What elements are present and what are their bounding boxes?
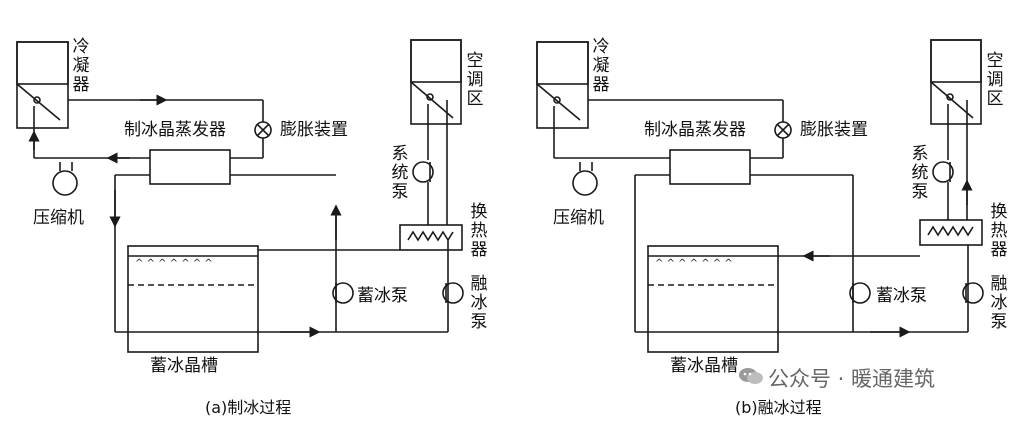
evaporator-a bbox=[149, 149, 231, 185]
condenser-b bbox=[536, 41, 589, 129]
label-evaporator-a: 制冰晶蒸发器 bbox=[124, 120, 226, 140]
label-tank-a: 蓄冰晶槽 bbox=[150, 356, 218, 376]
heat-exchanger-a bbox=[399, 224, 463, 251]
label-storage-pump-a: 蓄冰泵 bbox=[357, 286, 408, 306]
label-system-pump-a: 系统泵 bbox=[391, 144, 409, 202]
system-pump-b bbox=[932, 161, 954, 183]
watermark-text: 公众号 · 暖通建筑 bbox=[768, 367, 936, 391]
label-expansion-b: 膨胀装置 bbox=[800, 120, 868, 140]
label-heat-exchanger-b: 换热器 bbox=[990, 202, 1008, 260]
expansion-valve-b bbox=[774, 121, 792, 139]
ac-zone-b bbox=[930, 39, 982, 125]
label-ac-zone-b: 空调区 bbox=[986, 51, 1004, 109]
label-melt-pump-a: 融冰泵 bbox=[470, 274, 488, 332]
label-compressor-a: 压缩机 bbox=[33, 208, 84, 228]
condenser-a bbox=[16, 41, 69, 129]
label-tank-b: 蓄冰晶槽 bbox=[670, 356, 738, 376]
expansion-valve-a bbox=[254, 121, 272, 139]
storage-pump-b bbox=[849, 282, 871, 304]
label-expansion-a: 膨胀装置 bbox=[280, 120, 348, 140]
system-pump-a bbox=[412, 161, 434, 183]
label-compressor-b: 压缩机 bbox=[553, 208, 604, 228]
label-storage-pump-b: 蓄冰泵 bbox=[876, 286, 927, 306]
svg-text:^ ^ ^ ^ ^ ^ ^: ^ ^ ^ ^ ^ ^ ^ bbox=[655, 258, 733, 269]
label-heat-exchanger-a: 换热器 bbox=[470, 202, 488, 260]
label-condenser-b: 冷凝器 bbox=[592, 37, 610, 95]
melt-pump-b bbox=[962, 282, 984, 304]
compressor-b bbox=[572, 162, 598, 196]
caption-b: (b)融冰过程 bbox=[735, 398, 822, 417]
melt-pump-a bbox=[442, 282, 464, 304]
label-system-pump-b: 系统泵 bbox=[911, 144, 929, 202]
ice-tank-a: ^ ^ ^ ^ ^ ^ ^ bbox=[127, 245, 259, 353]
diagram-a: ^ ^ ^ ^ ^ ^ ^ bbox=[16, 39, 464, 353]
label-ac-zone-a: 空调区 bbox=[466, 51, 484, 109]
label-melt-pump-b: 融冰泵 bbox=[990, 274, 1008, 332]
evaporator-b bbox=[669, 149, 751, 185]
ice-tank-b: ^ ^ ^ ^ ^ ^ ^ bbox=[647, 245, 779, 353]
label-evaporator-b: 制冰晶蒸发器 bbox=[644, 120, 746, 140]
storage-pump-a bbox=[332, 282, 354, 304]
svg-text:^ ^ ^ ^ ^ ^ ^: ^ ^ ^ ^ ^ ^ ^ bbox=[135, 258, 213, 269]
heat-exchanger-b bbox=[919, 219, 983, 246]
label-condenser-a: 冷凝器 bbox=[72, 37, 90, 95]
caption-a: (a)制冰过程 bbox=[205, 398, 292, 417]
diagram-b: ^ ^ ^ ^ ^ ^ ^ bbox=[536, 39, 984, 353]
compressor-a bbox=[52, 162, 78, 196]
ac-zone-a bbox=[410, 39, 462, 125]
wechat-icon bbox=[739, 368, 763, 384]
